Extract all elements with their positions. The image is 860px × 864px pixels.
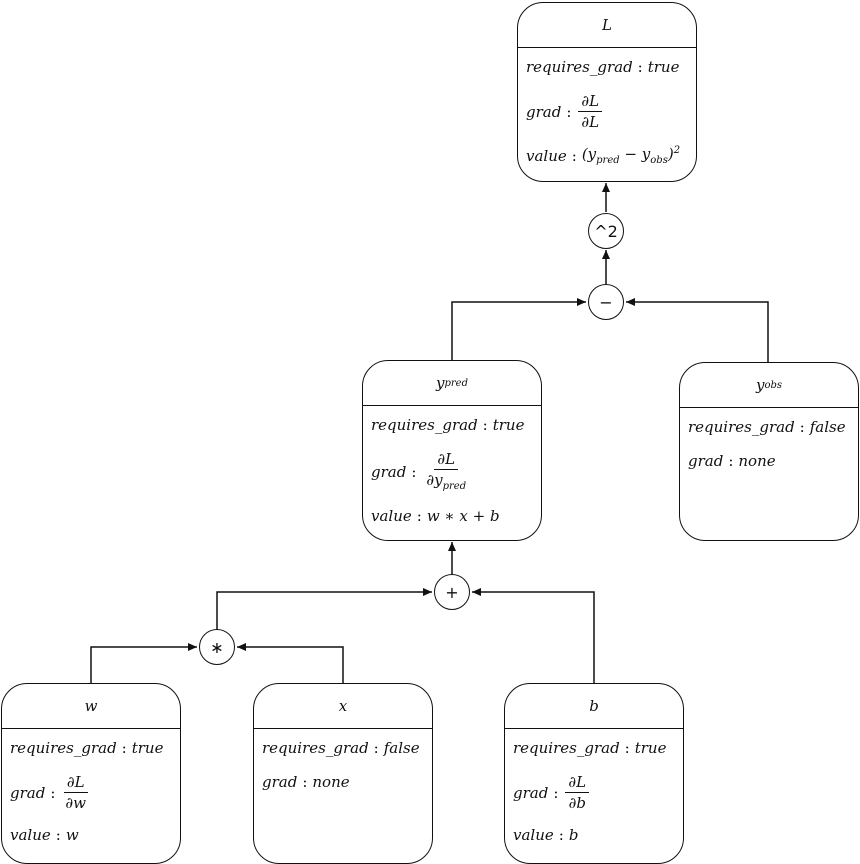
op-square: ^2 — [588, 213, 624, 249]
node-L-value-expr: (ypred − yobs)2 — [581, 145, 681, 166]
node-b-grad-key: grad — [513, 783, 549, 802]
edge-yobs-to-minus — [626, 298, 769, 362]
node-w-title: w — [2, 684, 180, 729]
node-L-requires-grad-key: requires_grad — [526, 58, 633, 76]
node-ypred-value-key: value — [371, 507, 412, 525]
edge-w-to-multiply — [90, 643, 197, 683]
node-ypred-value-expr: w ∗ x + b — [426, 507, 500, 525]
node-x-requires-grad-key: requires_grad — [262, 739, 369, 757]
node-b-requires-grad-value: true — [634, 739, 667, 757]
node-b-value-key: value — [513, 826, 554, 844]
node-x: x requires_grad:false grad:none — [253, 683, 433, 864]
node-L-requires-grad-value: true — [647, 58, 680, 76]
node-w-grad-key: grad — [10, 783, 46, 802]
edge-multiply-to-plus — [216, 588, 432, 630]
node-L-grad-fraction: ∂L∂L — [578, 92, 603, 131]
node-x-grad-key: grad — [262, 773, 298, 791]
op-subtract: − — [588, 284, 624, 320]
edge-b-to-plus — [472, 588, 595, 683]
node-yobs-grad-key: grad — [688, 452, 724, 470]
node-L-title: L — [518, 3, 696, 48]
node-yobs-requires-grad-key: requires_grad — [688, 418, 795, 436]
node-x-requires-grad-value: false — [383, 739, 420, 757]
node-w: w requires_grad:true grad: ∂L∂w value:w — [1, 683, 181, 864]
node-ypred-requires-grad-key: requires_grad — [371, 416, 478, 434]
node-L-value-key: value — [526, 147, 567, 165]
node-b-requires-grad-key: requires_grad — [513, 739, 620, 757]
node-w-value-expr: w — [65, 826, 79, 844]
node-L: L requires_grad:true grad: ∂L∂L value: (… — [517, 2, 697, 182]
node-b-title: b — [505, 684, 683, 729]
node-w-requires-grad-key: requires_grad — [10, 739, 117, 757]
op-add: + — [434, 574, 470, 610]
node-b-value-expr: b — [568, 826, 579, 844]
node-ypred-requires-grad-value: true — [492, 416, 525, 434]
node-L-grad-key: grad — [526, 102, 562, 121]
node-b-grad-fraction: ∂L∂b — [565, 773, 590, 812]
node-w-value-key: value — [10, 826, 51, 844]
node-yobs-grad-value: none — [738, 452, 776, 470]
node-ypred-grad-key: grad — [371, 462, 407, 481]
edge-x-to-multiply — [237, 643, 344, 683]
node-x-title: x — [254, 684, 432, 729]
op-multiply: ∗ — [199, 629, 235, 665]
node-yobs-requires-grad-value: false — [809, 418, 846, 436]
node-w-requires-grad-value: true — [131, 739, 164, 757]
node-ypred-grad-fraction: ∂L∂ypred — [426, 450, 467, 492]
node-b: b requires_grad:true grad: ∂L∂b value:b — [504, 683, 684, 864]
node-x-grad-value: none — [312, 773, 350, 791]
node-w-grad-fraction: ∂L∂w — [63, 773, 88, 812]
edge-ypred-to-minus — [451, 298, 586, 360]
